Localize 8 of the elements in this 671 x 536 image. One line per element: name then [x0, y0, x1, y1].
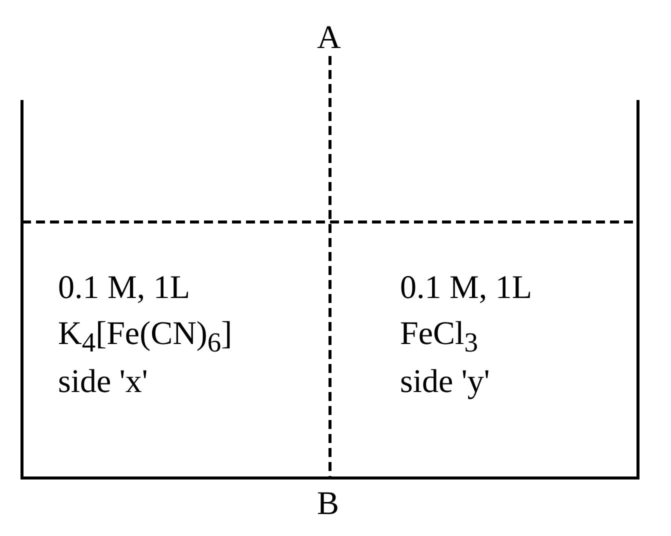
- concentration-label: 0.1 M, 1L: [400, 270, 532, 306]
- solute-formula: K$_{4}$[Fe(CN)$_{6}$]: [58, 316, 232, 360]
- membrane-end-label: B: [317, 486, 340, 522]
- concentration-label: 0.1 M, 1L: [58, 270, 190, 306]
- membrane-end-label: A: [317, 20, 341, 56]
- solute-formula: FeCl$_{3}$: [400, 316, 478, 360]
- side-label: side 'x': [58, 364, 148, 400]
- side-label: side 'y': [400, 364, 490, 400]
